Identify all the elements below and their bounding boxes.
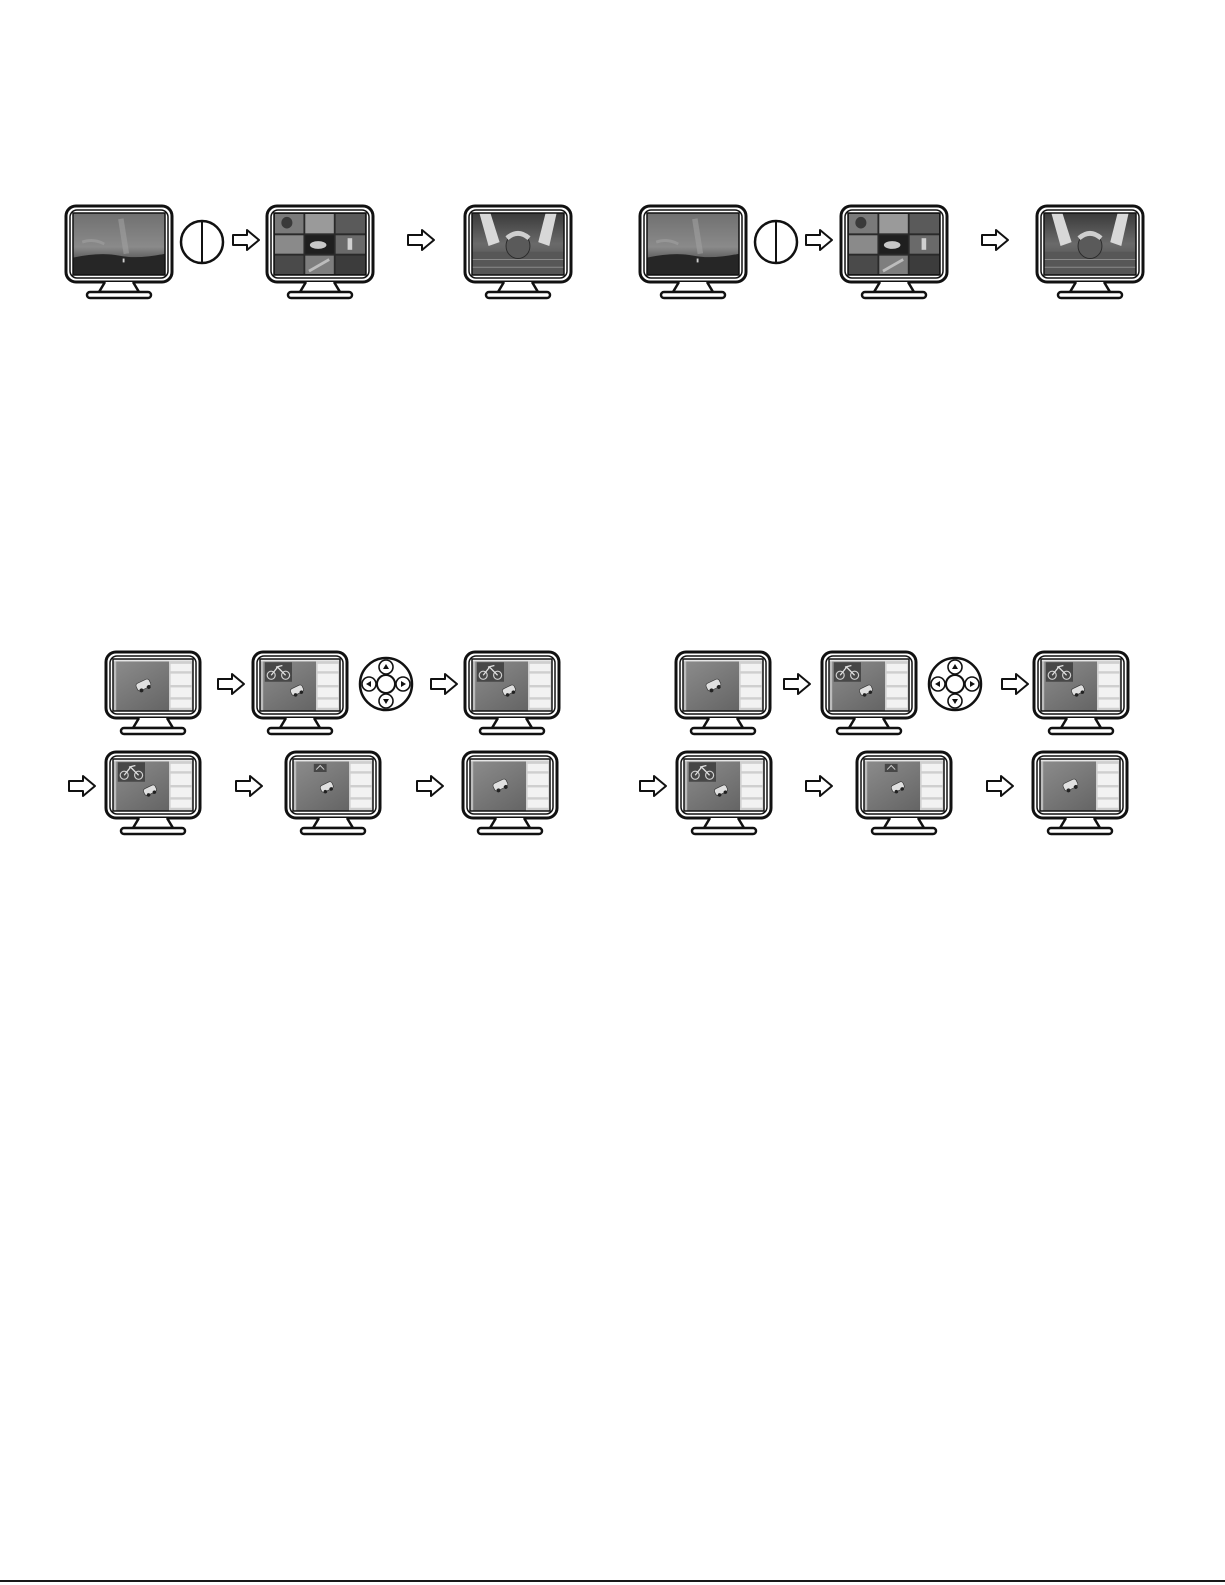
arrow-right-icon bbox=[236, 776, 262, 796]
arrow-right-icon bbox=[69, 776, 95, 796]
arrow-right-icon bbox=[784, 674, 810, 694]
monitor-editor-motorbike-overlay bbox=[1034, 652, 1128, 734]
power-button-icon bbox=[181, 221, 223, 263]
monitor-editor-car bbox=[676, 652, 770, 734]
arrow-right-icon bbox=[417, 776, 443, 796]
arrow-right-icon bbox=[987, 776, 1013, 796]
monitor-editor-motorbike-overlay bbox=[822, 652, 916, 734]
dpad-control-icon bbox=[360, 658, 412, 710]
monitor-editor-small-overlay bbox=[857, 752, 951, 834]
monitor-editor-small-overlay bbox=[286, 752, 380, 834]
monitor-bowling-hand bbox=[1037, 206, 1143, 298]
arrow-right-icon bbox=[806, 230, 832, 250]
arrow-right-icon bbox=[1002, 674, 1028, 694]
monitor-editor-car bbox=[106, 652, 200, 734]
monitor-storm-sky bbox=[66, 206, 172, 298]
monitor-editor-motorbike-overlay bbox=[465, 652, 559, 734]
arrow-right-icon bbox=[408, 230, 434, 250]
monitor-video-grid bbox=[267, 206, 373, 298]
monitor-editor-motorbike-overlay bbox=[677, 752, 771, 834]
monitor-video-grid bbox=[841, 206, 947, 298]
monitor-editor-car bbox=[1033, 752, 1127, 834]
arrow-right-icon bbox=[218, 674, 244, 694]
dpad-control-icon bbox=[929, 658, 981, 710]
page-bottom-rule bbox=[0, 1580, 1225, 1582]
arrow-right-icon bbox=[982, 230, 1008, 250]
arrow-right-icon bbox=[640, 776, 666, 796]
monitor-bowling-hand bbox=[465, 206, 571, 298]
arrow-right-icon bbox=[431, 674, 457, 694]
diagram bbox=[66, 206, 1143, 834]
monitor-editor-motorbike-overlay bbox=[253, 652, 347, 734]
arrow-right-icon bbox=[806, 776, 832, 796]
arrow-right-icon bbox=[233, 230, 259, 250]
monitor-storm-sky bbox=[640, 206, 746, 298]
monitor-editor-motorbike-overlay bbox=[106, 752, 200, 834]
power-button-icon bbox=[755, 221, 797, 263]
monitor-editor-car bbox=[463, 752, 557, 834]
